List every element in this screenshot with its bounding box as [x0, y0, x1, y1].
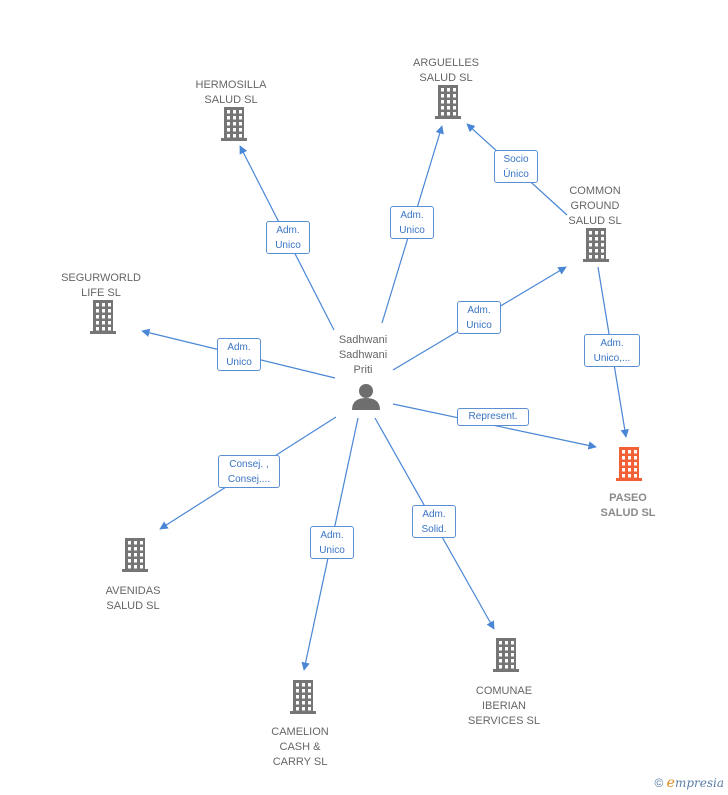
edge-label-center-to-camelion[interactable]: Adm. Unico — [310, 526, 354, 559]
edge-label-center-to-segurworld[interactable]: Adm. Unico — [217, 338, 261, 371]
company-label-common-ground[interactable]: COMMON GROUND SALUD SL — [568, 185, 622, 227]
edge-label-center-to-hermosilla[interactable]: Adm. Unico — [266, 221, 310, 254]
company-label-paseo[interactable]: PASEO SALUD SL — [600, 492, 656, 519]
building-icon-segurworld[interactable] — [90, 300, 116, 334]
building-icon-comunae[interactable] — [493, 638, 519, 672]
edge-label-center-to-common-ground[interactable]: Adm. Unico — [457, 301, 501, 334]
person-name-label[interactable]: Sadhwani Sadhwani Priti — [338, 334, 388, 376]
edge-label-common-ground-to-paseo[interactable]: Adm. Unico,... — [584, 334, 640, 367]
edge-label-center-to-avenidas[interactable]: Consej. , Consej.... — [218, 455, 280, 488]
company-label-arguelles[interactable]: ARGUELLES SALUD SL — [412, 57, 480, 84]
building-icon-common-ground[interactable] — [583, 228, 609, 262]
empresia-watermark: © empresia — [654, 775, 724, 791]
person-icon[interactable] — [352, 384, 380, 410]
edge-label-center-to-paseo[interactable]: Represent. — [457, 408, 529, 426]
empresia-logo-e: e — [666, 775, 675, 791]
edge-label-common-ground-to-arguelles[interactable]: Socio Único — [494, 150, 538, 183]
building-icon-avenidas[interactable] — [122, 538, 148, 572]
copyright-symbol: © — [654, 776, 664, 790]
company-label-segurworld[interactable]: SEGURWORLD LIFE SL — [61, 272, 141, 299]
company-label-comunae[interactable]: COMUNAE IBERIAN SERVICES SL — [468, 685, 540, 727]
building-icon-camelion[interactable] — [290, 680, 316, 714]
empresia-logo-text: mpresia — [674, 776, 724, 790]
building-icon-paseo[interactable] — [616, 447, 642, 481]
company-label-hermosilla[interactable]: HERMOSILLA SALUD SL — [195, 79, 267, 106]
edge-label-center-to-arguelles[interactable]: Adm. Unico — [390, 206, 434, 239]
company-label-camelion[interactable]: CAMELION CASH & CARRY SL — [271, 726, 329, 768]
building-icon-hermosilla[interactable] — [221, 107, 247, 141]
company-label-avenidas[interactable]: AVENIDAS SALUD SL — [105, 585, 161, 612]
building-icon-arguelles[interactable] — [435, 85, 461, 119]
edge-label-center-to-comunae[interactable]: Adm. Solid. — [412, 505, 456, 538]
